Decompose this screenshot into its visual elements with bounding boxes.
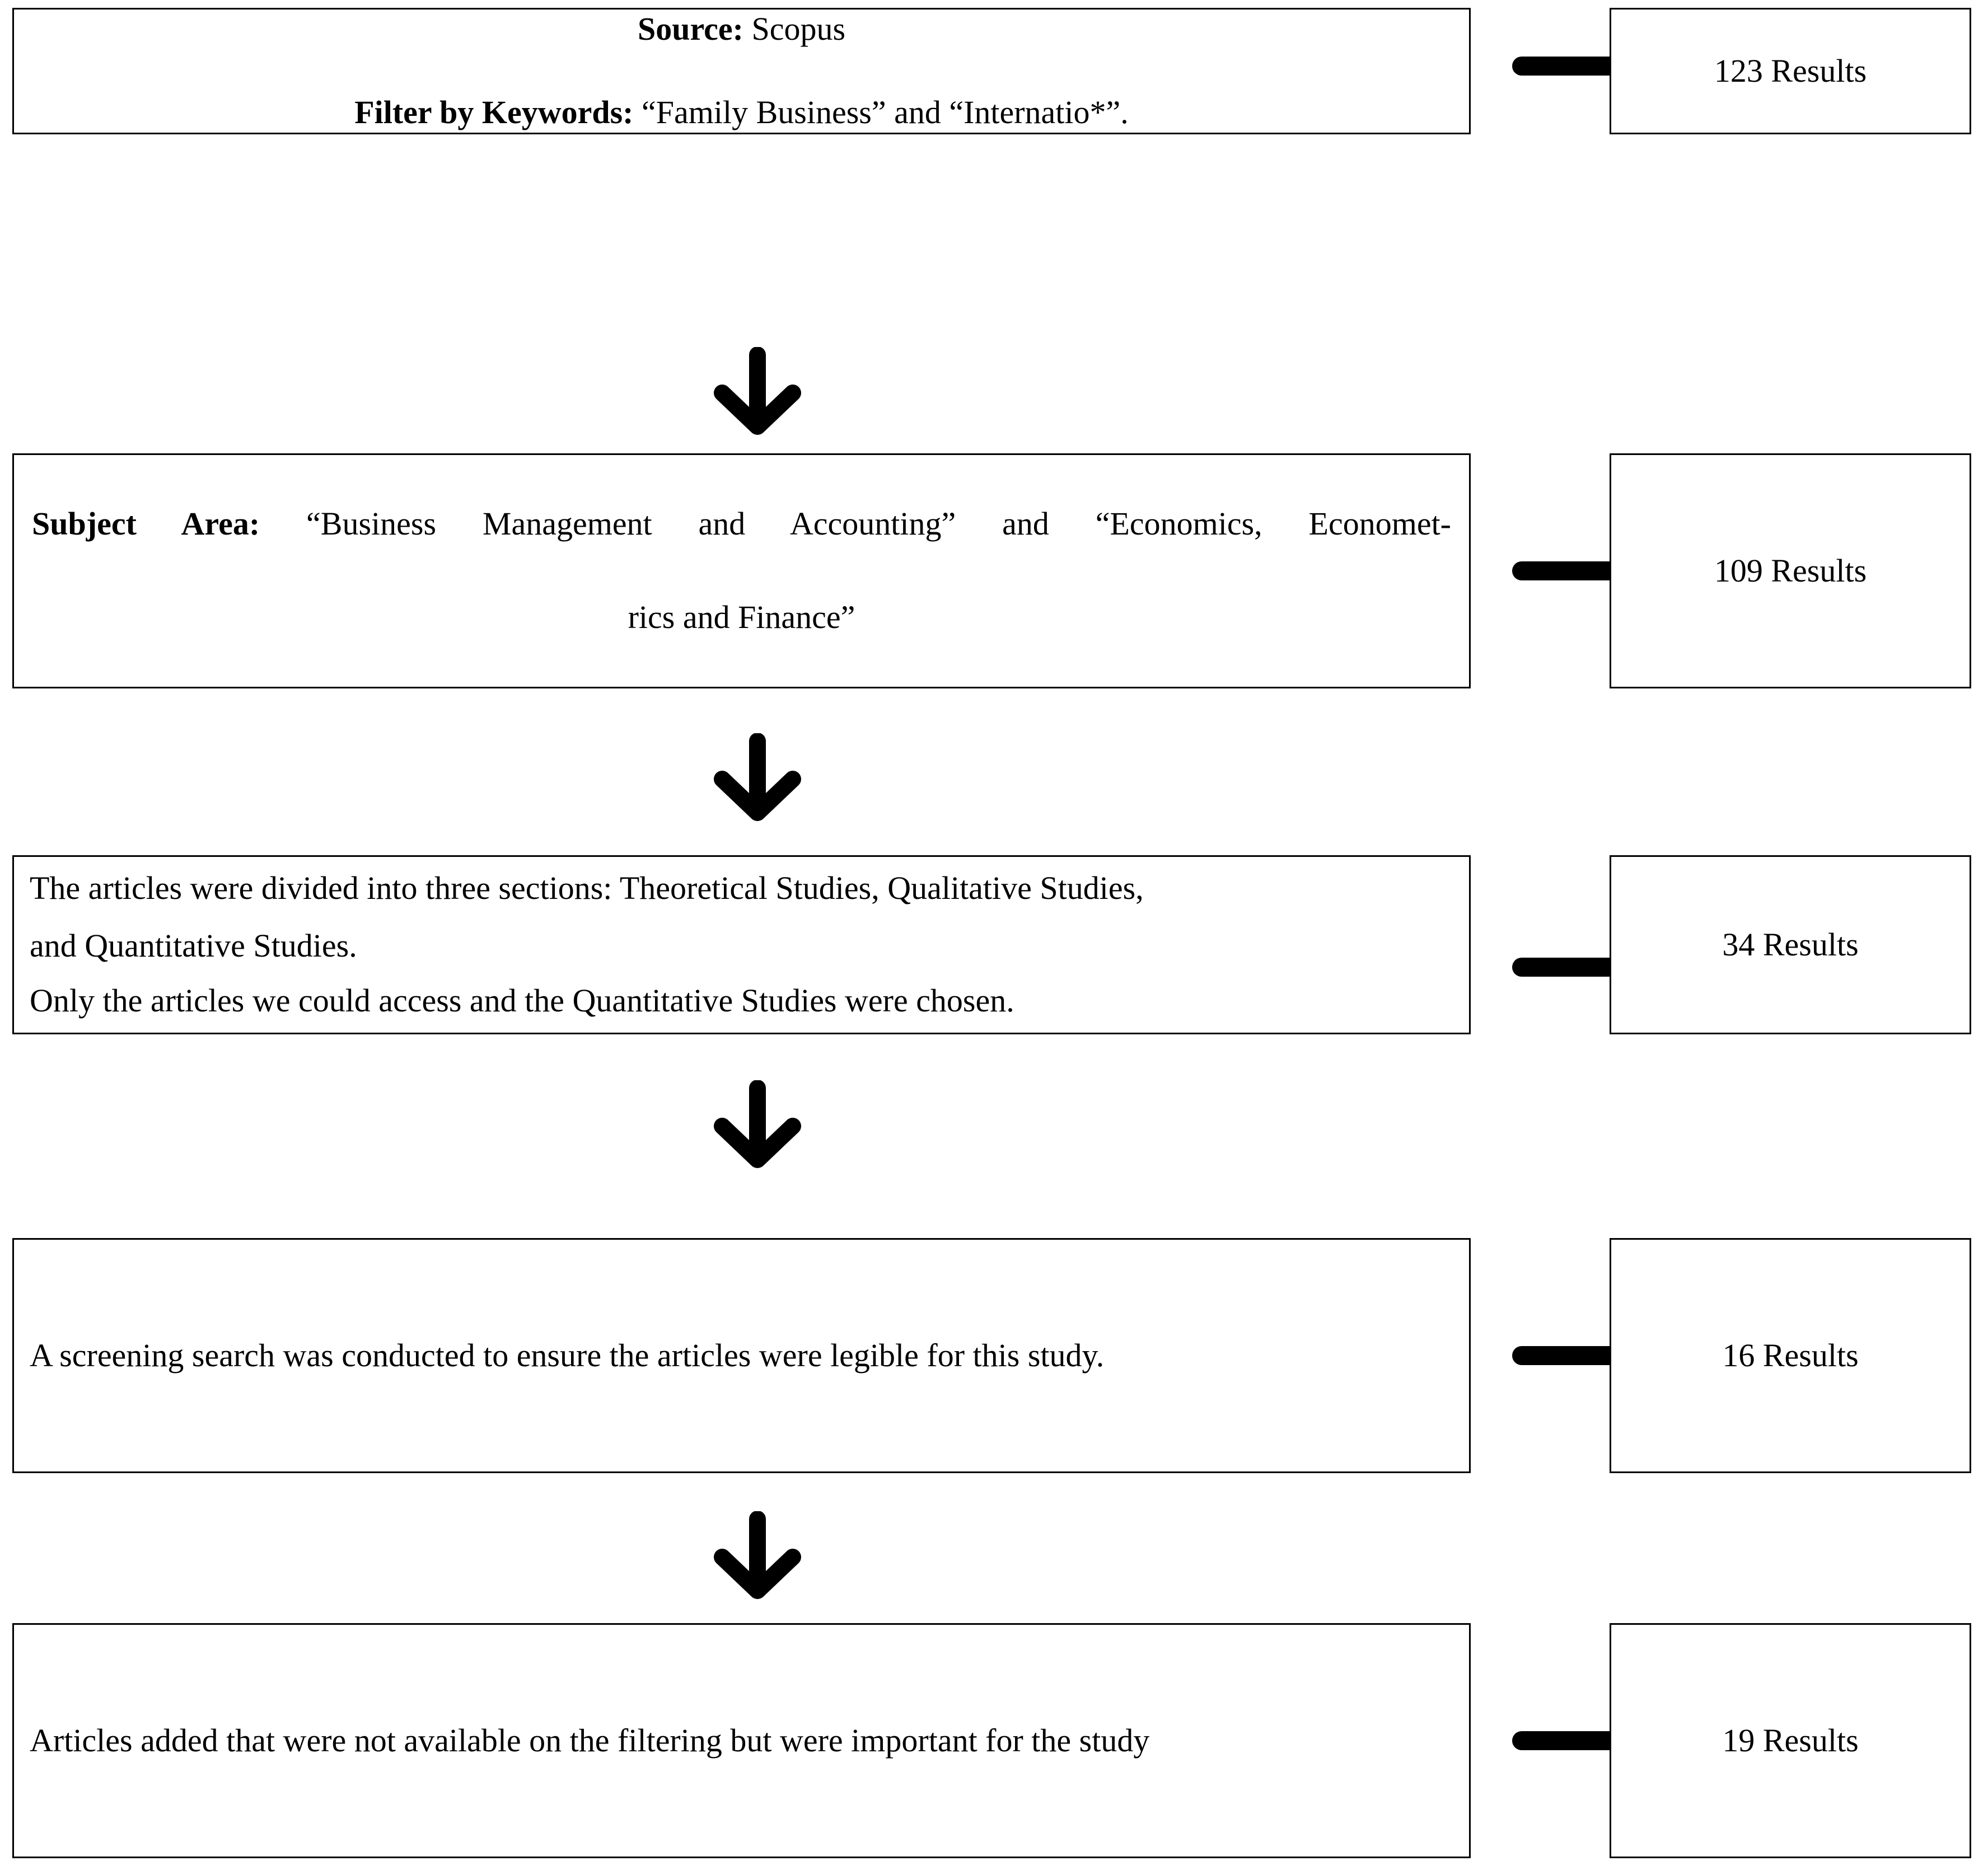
step-1-line-1: Source: Scopus: [32, 12, 1451, 47]
spacer: [32, 47, 1451, 95]
step-5-line-1: Articles added that were not available o…: [30, 1723, 1453, 1759]
step-2-result-box: 109 Results: [1610, 453, 1971, 688]
step-2-line-1-value: “Business Management and Accounting” and…: [260, 505, 1451, 542]
step-4-result-label: 16 Results: [1722, 1337, 1859, 1374]
step-2-line-2-value: rics and Finance”: [628, 599, 855, 635]
step-1-line-1-label: Source:: [637, 11, 743, 48]
step-1-line-1-value: Scopus: [743, 11, 846, 48]
step-3-line-2-value: and Quantitative Studies.: [30, 927, 357, 964]
step-1-result-label: 123 Results: [1714, 53, 1867, 90]
step-1-line-2-value: “Family Business” and “Internatio*”.: [633, 94, 1129, 130]
step-2-line-1-label: Subject Area:: [32, 505, 260, 542]
arrow-down-icon-1: [704, 346, 811, 448]
step-3-line-1: The articles were divided into three sec…: [30, 870, 1453, 907]
arrow-down-icon-4: [704, 1511, 811, 1612]
step-2-line-1: Subject Area: “Business Management and A…: [32, 507, 1451, 542]
step-3-line-3-value: Only the articles we could access and th…: [30, 982, 1014, 1019]
spacer: [32, 542, 1451, 600]
step-1-line-2-label: Filter by Keywords:: [354, 94, 634, 130]
step-3-line-2: and Quantitative Studies.: [30, 927, 1453, 964]
step-1-box: Source: Scopus Filter by Keywords: “Fami…: [12, 8, 1471, 134]
arrow-down-icon-2: [704, 733, 811, 834]
step-1-line-2: Filter by Keywords: “Family Business” an…: [32, 95, 1451, 130]
step-2-line-2: rics and Finance”: [32, 599, 1451, 635]
step-5-line-1-value: Articles added that were not available o…: [30, 1722, 1150, 1759]
step-3-result-label: 34 Results: [1722, 926, 1859, 963]
step-1-result-box: 123 Results: [1610, 8, 1971, 134]
step-4-line-1: A screening search was conducted to ensu…: [30, 1338, 1453, 1374]
arrow-down-icon-3: [704, 1080, 811, 1181]
step-5-box: Articles added that were not available o…: [12, 1623, 1471, 1858]
step-3-box: The articles were divided into three sec…: [12, 855, 1471, 1034]
step-2-result-label: 109 Results: [1714, 552, 1867, 589]
step-4-box: A screening search was conducted to ensu…: [12, 1238, 1471, 1473]
step-5-result-label: 19 Results: [1722, 1722, 1859, 1759]
step-3-result-box: 34 Results: [1610, 855, 1971, 1034]
step-5-result-box: 19 Results: [1610, 1623, 1971, 1858]
step-3-line-3: Only the articles we could access and th…: [30, 983, 1453, 1019]
step-2-box: Subject Area: “Business Management and A…: [12, 453, 1471, 688]
step-4-result-box: 16 Results: [1610, 1238, 1971, 1473]
step-4-line-1-value: A screening search was conducted to ensu…: [30, 1337, 1105, 1374]
step-3-line-1-value: The articles were divided into three sec…: [30, 870, 1144, 907]
